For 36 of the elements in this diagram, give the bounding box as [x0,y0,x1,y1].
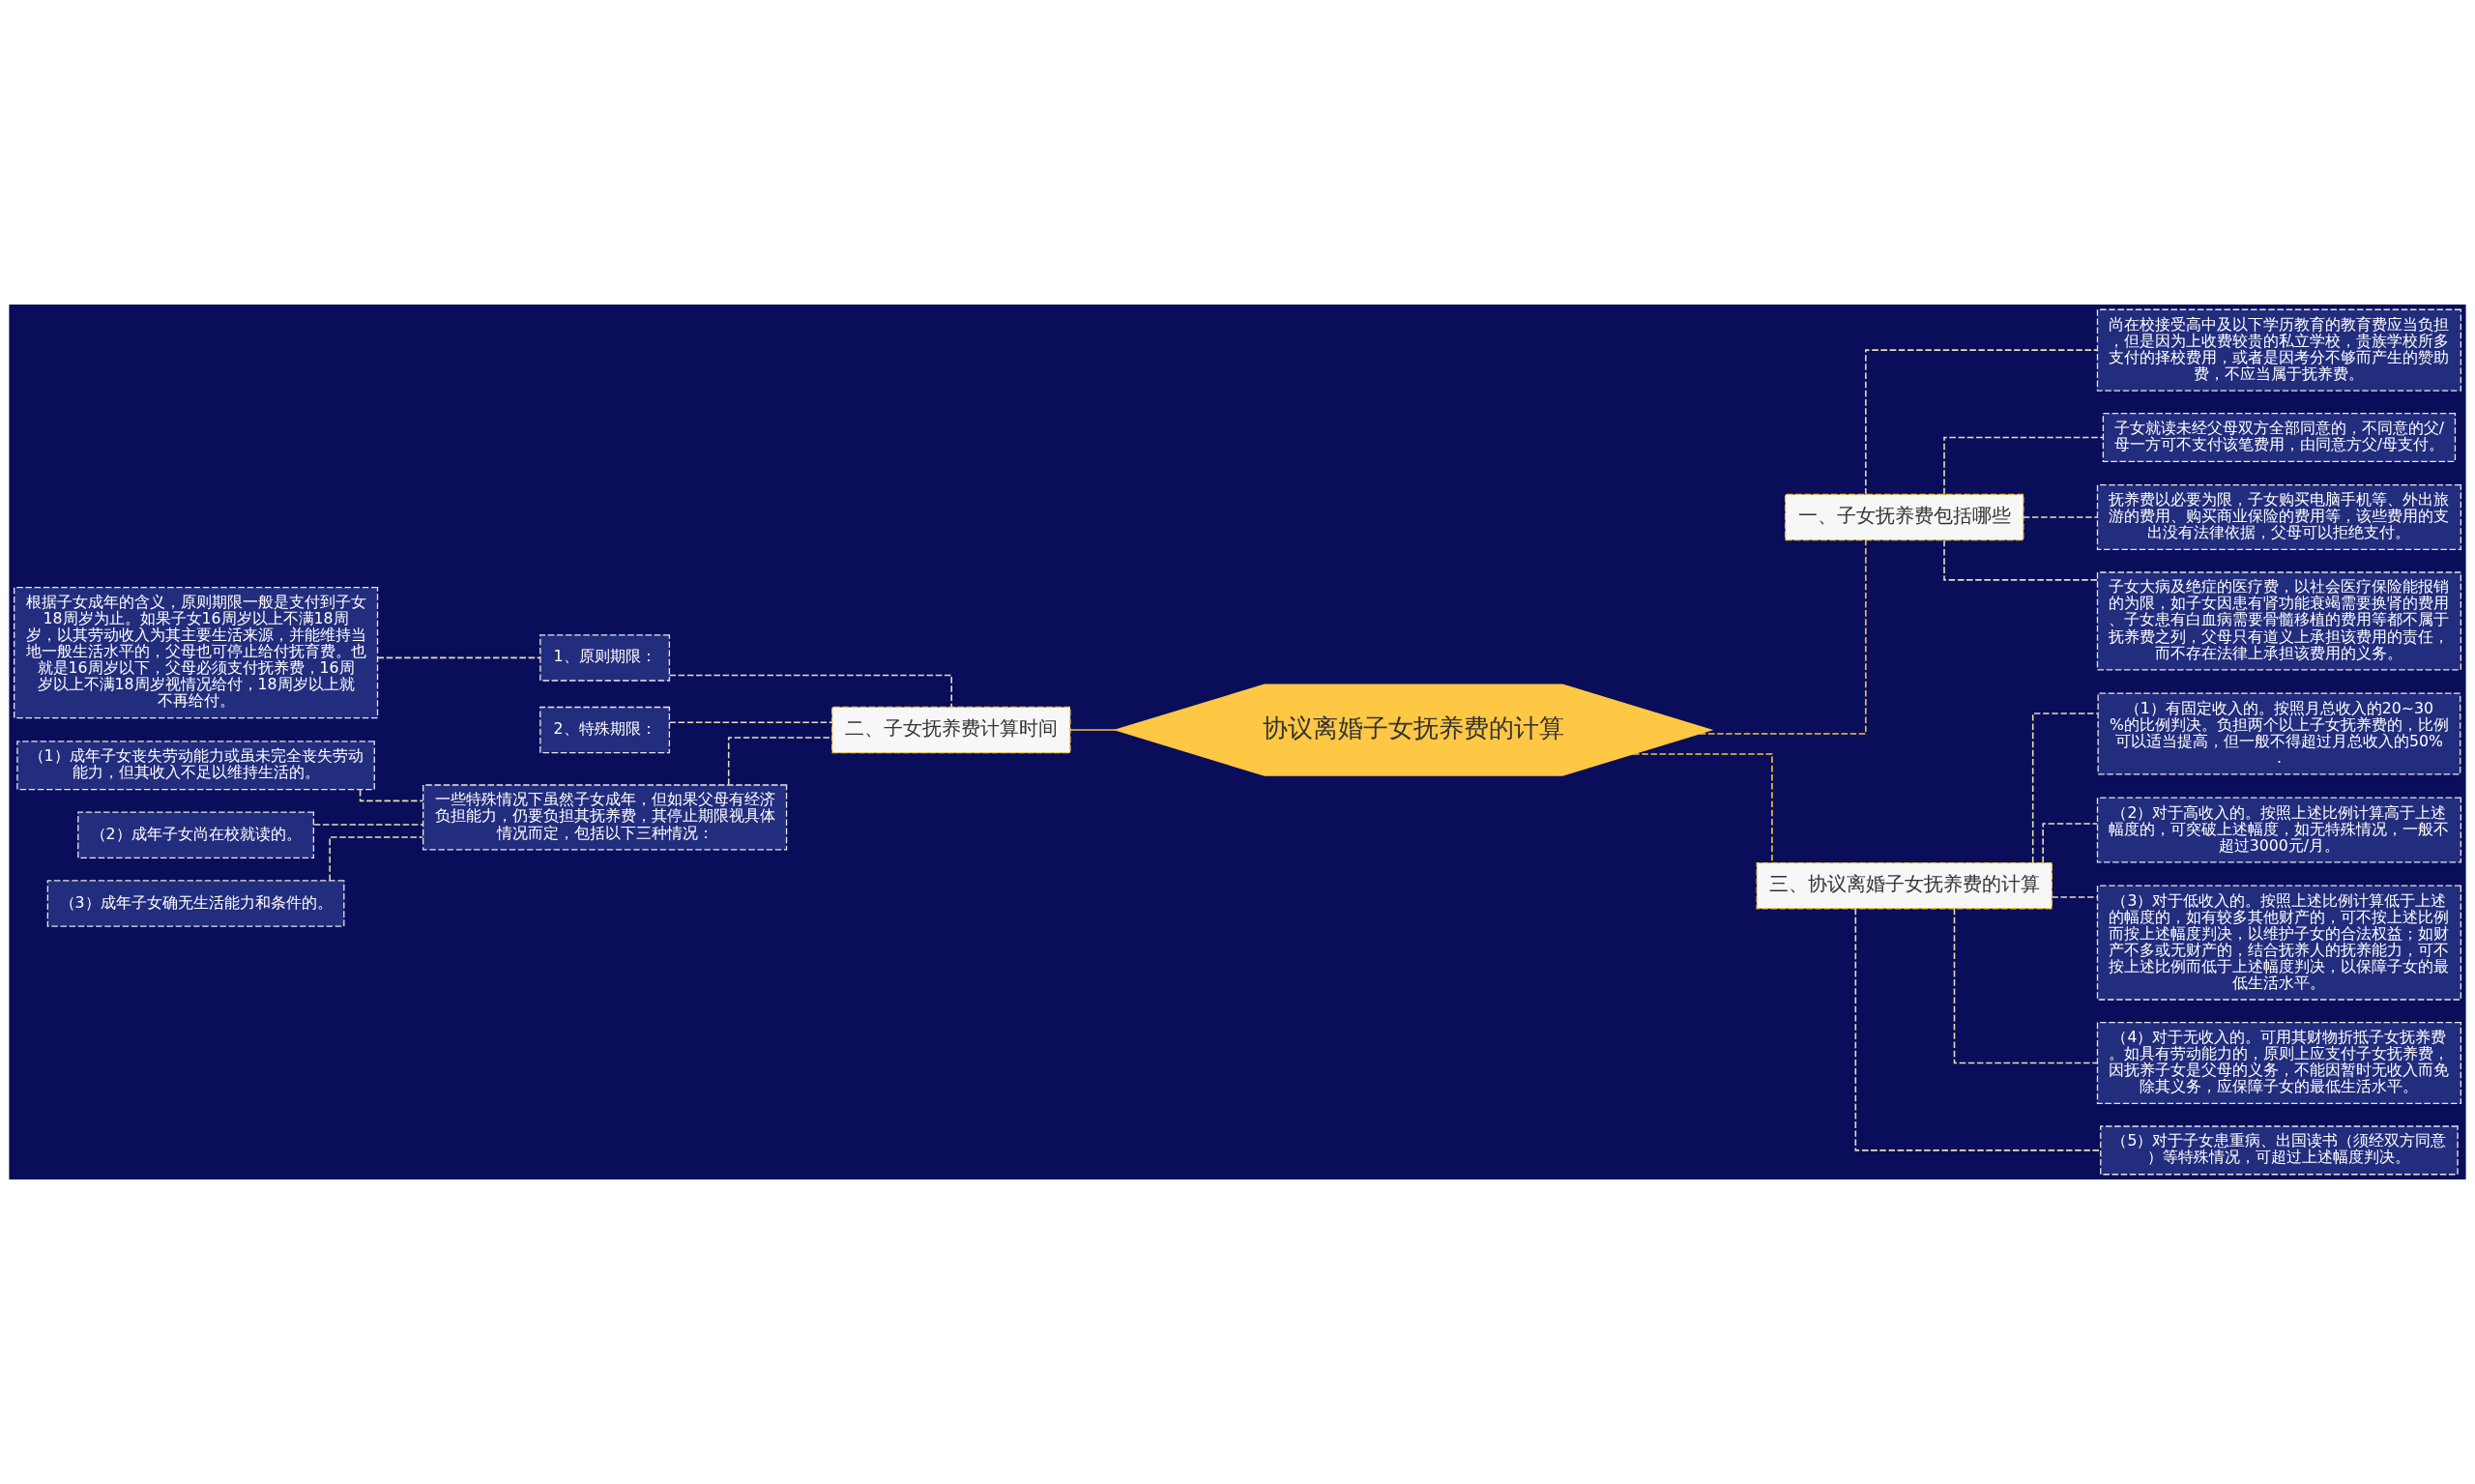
connector [1698,539,1867,735]
node-box: （5）对于子女患重病、出国读书（须经双方同意）等特殊情况，可超过上述幅度判决。 [2100,1125,2459,1176]
node-box: 1、原则期限： [539,634,671,682]
node-box: （4）对于无收入的。可用其财物折抵子女抚养费。如具有劳动能力的，原则上应支付子女抚养费，因抚养子女是父母的义务，不能因暂时无收入而免除其义务，应保障子女的最低生活水平。 [2096,1021,2461,1105]
node-box: 一些特殊情况下虽然子女成年，但如果父母有经济负担能力，仍要负担其抚养费，其停止期限视具体情况而定，包括以下三种情况： [422,784,788,851]
node-box: 三、协议离婚子女抚养费的计算 [1756,861,2053,910]
node-box: 抚养费以必要为限，子女购买电脑手机等、外出旅游的费用、购买商业保险的费用等，该些费用的支出没有法律依据，父母可以拒绝支付。 [2096,483,2461,551]
node-box: 一、子女抚养费包括哪些 [1785,493,2024,541]
connector [1854,908,2102,1151]
connector [2042,823,2098,864]
connector [313,824,424,826]
connector [2051,896,2098,898]
node-box: 子女就读未经父母双方全部同意的，不同意的父/母一方可不支付该笔费用，由同意方父/母支付。 [2102,412,2457,463]
connector [1953,907,2099,1064]
node-box: （1）有固定收入的。按照月总收入的20~30%的比例判决。负担两个以上子女抚养费的，比例可以适当提高，但一般不得超过月总收入的50%. [2097,692,2461,775]
node-box: （1）成年子女丧失劳动能力或虽未完全丧失劳动能力，但其收入不足以维持生活的。 [16,741,375,791]
node-box: 子女大病及绝症的医疗费，以社会医疗保险能报销的为限，如子女因患有肾功能衰竭需要换肾的费用、子女患有白血病需要骨髓移植的费用等都不属于抚养费之列，父母只有道义上承担该费用的责任，而不存在法律上承担该费用的义务。 [2096,571,2461,671]
connector [1943,539,2098,581]
connector [2023,516,2099,518]
connector [1069,729,1117,731]
node-box: 二、子女抚养费计算时间 [831,706,1071,754]
node-box: （2）对于高收入的。按照上述比例计算高于上述幅度的，可突破上述幅度，如无特殊情况，一般不超过3000元/月。 [2096,797,2461,863]
connector [359,789,424,802]
connector [1943,436,2104,495]
connector [668,721,833,723]
node-box: 根据子女成年的含义，原则期限一般是支付到子女18周岁为止。如果子女16周岁以上不满18周岁，以其劳动收入为其主要生活来源，并能维持当地一般生活水平的，父母也可停止给付抚育费。也就是16周岁以下，父母必须支付抚养费，16周岁以上不满18周岁视情况给付，18周岁以上就不再给付。 [14,587,379,719]
connector [376,656,541,659]
node-box: 尚在校接受高中及以下学历教育的教育费应当负担，但是因为上收费较贵的私立学校，贵族学校所多支付的择校费用，或者是因考分不够而产生的赞助费，不应当属于抚养费。 [2096,308,2461,392]
node-box: （3）对于低收入的。按照上述比例计算低于上述的幅度的，如有较多其他财产的，可不按上述比例而按上述幅度判决，以维护子女的合法权益；如财产不多或无财产的，结合抚养人的抚养能力，可不按上述比例而低于上述幅度判决，以保障子女的最低生活水平。 [2096,885,2461,1001]
connector [329,836,424,882]
node-box: （3）成年子女确无生活能力和条件的。 [46,880,345,927]
connector [1865,349,2099,496]
node-box: （2）成年子女尚在校就读的。 [77,811,315,858]
node-box: 2、特殊期限： [539,706,671,754]
connector [668,674,952,709]
connector [2031,713,2099,864]
